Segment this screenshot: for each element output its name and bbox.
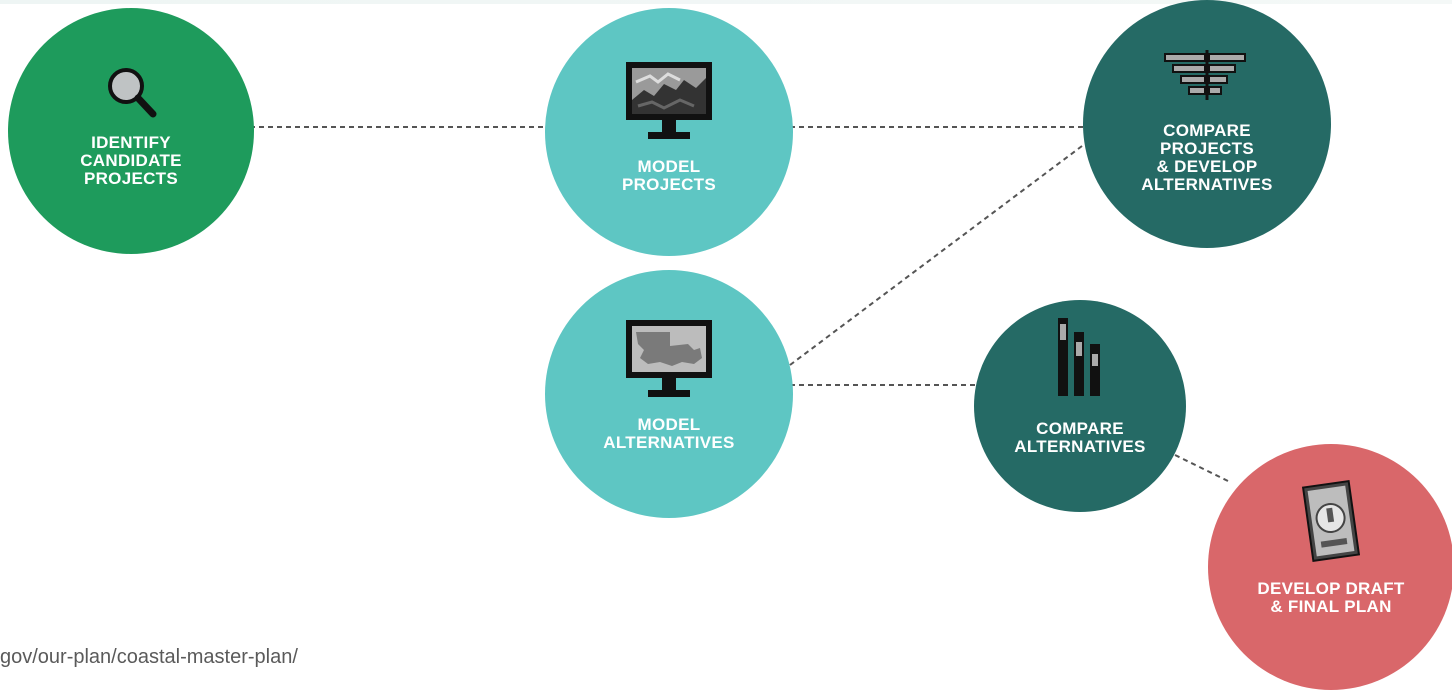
top-strip (0, 0, 1452, 4)
bar-compare-icon (1164, 50, 1246, 100)
magnifier-icon (108, 68, 157, 118)
plan-book-icon (1301, 480, 1361, 562)
node-label: DEVELOP DRAFT & FINAL PLAN (1257, 579, 1405, 616)
monitor-icon (626, 62, 712, 139)
node-develop-draft-final-plan[interactable]: DEVELOP DRAFT & FINAL PLAN (1208, 444, 1452, 690)
node-compare-alternatives[interactable]: COMPARE ALTERNATIVES (974, 300, 1186, 512)
node-label: COMPARE PROJECTS & DEVELOP ALTERNATIVES (1141, 121, 1273, 194)
node-model-projects[interactable]: MODEL PROJECTS (545, 8, 793, 256)
node-label: MODEL PROJECTS (621, 157, 717, 194)
vertical-bars-icon (1058, 318, 1100, 396)
node-model-alternatives[interactable]: MODEL ALTERNATIVES (545, 270, 793, 518)
node-identify-candidate-projects[interactable]: IDENTIFY CANDIDATE PROJECTS (8, 8, 254, 254)
node-label: COMPARE ALTERNATIVES (1014, 419, 1146, 456)
node-label: MODEL ALTERNATIVES (603, 415, 735, 452)
node-label: IDENTIFY CANDIDATE PROJECTS (80, 133, 182, 188)
monitor-map-icon (626, 320, 712, 397)
node-compare-projects-develop-alternatives[interactable]: COMPARE PROJECTS & DEVELOP ALTERNATIVES (1083, 0, 1331, 248)
connector-lines (250, 126, 1231, 483)
connector-compare-alternatives-develop-plan (1174, 454, 1231, 483)
source-url-text: gov/our-plan/coastal-master-plan/ (0, 646, 298, 668)
